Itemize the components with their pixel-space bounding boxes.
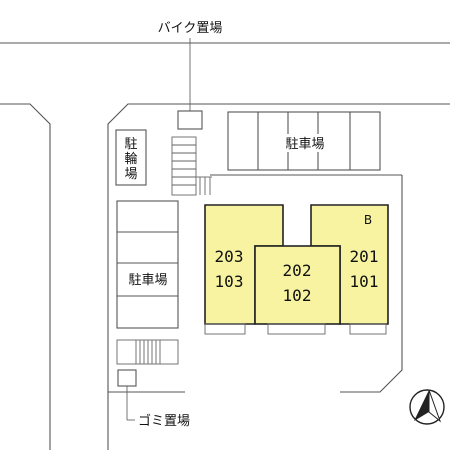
bicycle-parking-label-3: 場 (124, 167, 137, 182)
unit-center-upper: 202 (283, 261, 312, 280)
parking-left-label: 駐車場 (128, 273, 167, 288)
site-boundary (107, 103, 450, 450)
parking-right-label: 駐車場 (285, 137, 324, 152)
bicycle-parking-box (115, 129, 147, 186)
bike-parking-label: バイク置場 (158, 21, 223, 36)
unit-center-lower: 102 (283, 286, 312, 305)
balcony-center (267, 323, 326, 335)
stairs-top (171, 136, 212, 196)
parking-lot-left (116, 200, 179, 329)
unit-left-lower: 103 (215, 272, 244, 291)
stairs-bottom (116, 339, 179, 365)
bicycle-parking-label-2: 輪 (124, 151, 137, 167)
building-mark: B (364, 213, 372, 227)
unit-right-lower: 101 (350, 272, 379, 291)
road-edge-left (0, 103, 51, 450)
garbage-box (117, 369, 137, 387)
unit-left-upper: 203 (215, 247, 244, 266)
unit-right-upper: 201 (350, 247, 379, 266)
bicycle-parking-label-1: 駐 (124, 137, 137, 152)
balcony-right (349, 323, 387, 335)
north-arrow-icon (409, 389, 445, 425)
bike-parking-box (177, 110, 203, 130)
balcony-left (204, 323, 246, 335)
unit-center (254, 245, 341, 325)
garbage-label: ゴミ置場 (138, 413, 190, 429)
